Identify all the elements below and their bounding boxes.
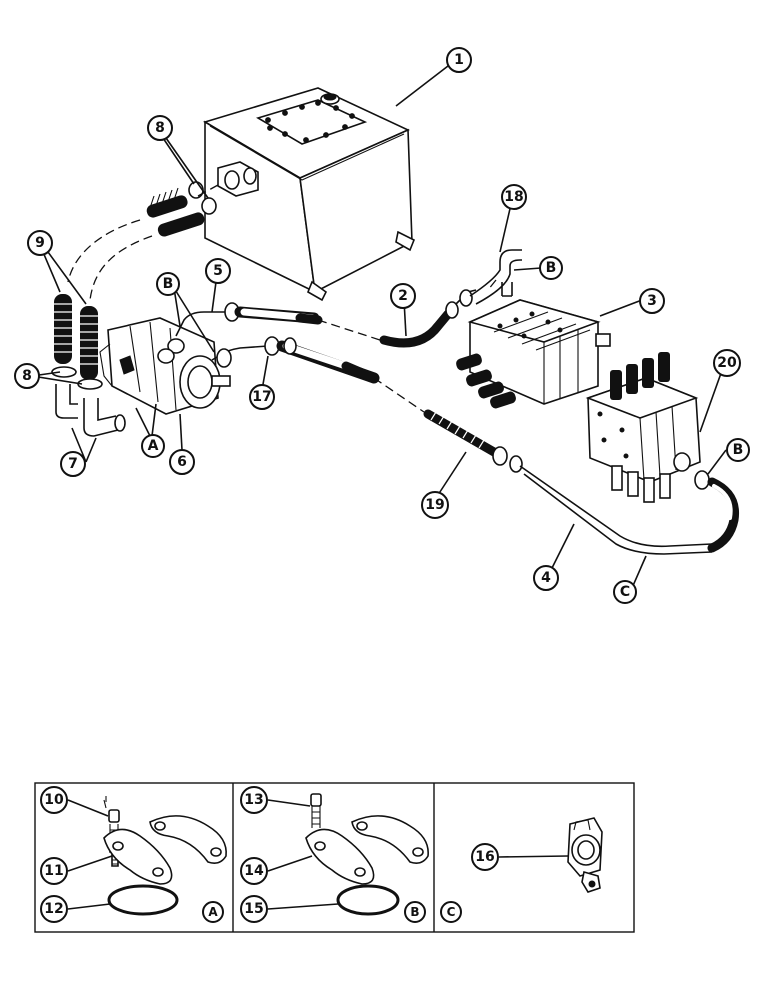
svg-text:B: B	[546, 260, 557, 276]
svg-text:12: 12	[44, 901, 63, 917]
suction-hoses	[51, 181, 219, 437]
callout-1: 1	[446, 47, 472, 73]
callout-17: 17	[249, 384, 275, 410]
svg-text:A: A	[148, 438, 159, 454]
svg-text:4: 4	[541, 570, 551, 586]
svg-text:B: B	[733, 442, 744, 458]
svg-text:6: 6	[177, 454, 187, 470]
callout-4: 4	[533, 565, 559, 591]
callout-8-top: 8	[147, 115, 173, 141]
callout-14: 14	[240, 857, 268, 885]
svg-text:7: 7	[68, 456, 78, 472]
control-valve-20	[585, 352, 710, 503]
svg-text:15: 15	[244, 901, 263, 917]
svg-text:16: 16	[475, 849, 494, 865]
callout-10: 10	[40, 786, 68, 814]
svg-text:A: A	[208, 905, 218, 919]
callout-3: 3	[639, 288, 665, 314]
svg-text:1: 1	[454, 52, 464, 68]
callout-letter-c-tube: C	[613, 580, 637, 604]
callout-16: 16	[471, 843, 499, 871]
callout-letter-b-valve3: B	[539, 256, 563, 280]
svg-text:14: 14	[244, 863, 264, 879]
callout-letter-a-pump: A	[141, 434, 165, 458]
svg-text:19: 19	[425, 497, 444, 513]
callout-letter-a-box: A	[202, 901, 224, 923]
return-lines	[423, 409, 740, 555]
callout-7: 7	[60, 451, 86, 477]
pump-hoses	[175, 302, 425, 413]
detail-box	[34, 782, 635, 933]
svg-text:2: 2	[398, 288, 408, 304]
svg-text:3: 3	[647, 293, 657, 309]
control-valve-3	[456, 299, 611, 409]
svg-text:5: 5	[213, 263, 223, 279]
svg-text:9: 9	[35, 235, 45, 251]
callout-12: 12	[40, 895, 68, 923]
svg-text:20: 20	[717, 355, 737, 371]
svg-text:11: 11	[44, 863, 63, 879]
callout-13: 13	[240, 786, 268, 814]
svg-text:C: C	[620, 584, 630, 600]
svg-text:10: 10	[44, 792, 64, 808]
callout-8-lower: 8	[14, 363, 40, 389]
callout-19: 19	[421, 491, 449, 519]
svg-text:8: 8	[22, 368, 32, 384]
detail-leaders	[67, 799, 569, 910]
svg-text:13: 13	[244, 792, 263, 808]
callout-15: 15	[240, 895, 268, 923]
callout-letter-c-box: C	[440, 901, 462, 923]
callout-20: 20	[713, 349, 741, 377]
svg-text:C: C	[447, 905, 456, 919]
svg-text:B: B	[163, 276, 174, 292]
callout-5: 5	[205, 258, 231, 284]
svg-text:18: 18	[504, 189, 523, 205]
callout-9: 9	[27, 230, 53, 256]
pressure-hose-2	[379, 249, 522, 348]
callout-letter-b-box: B	[404, 901, 426, 923]
callout-letter-b-pump: B	[156, 272, 180, 296]
callout-leaders	[31, 65, 727, 589]
svg-text:8: 8	[155, 120, 165, 136]
svg-text:B: B	[410, 905, 419, 919]
hydraulic-tank	[203, 87, 416, 302]
svg-text:17: 17	[252, 389, 271, 405]
detail-a-flange	[103, 796, 227, 916]
callout-6: 6	[169, 449, 195, 475]
detail-b-flange	[305, 793, 429, 916]
callout-letter-b-valve20: B	[726, 438, 750, 462]
callout-18: 18	[501, 184, 527, 210]
hydraulic-pump	[99, 317, 231, 415]
callout-2: 2	[390, 283, 416, 309]
callout-11: 11	[40, 857, 68, 885]
detail-c-clip	[567, 817, 603, 893]
